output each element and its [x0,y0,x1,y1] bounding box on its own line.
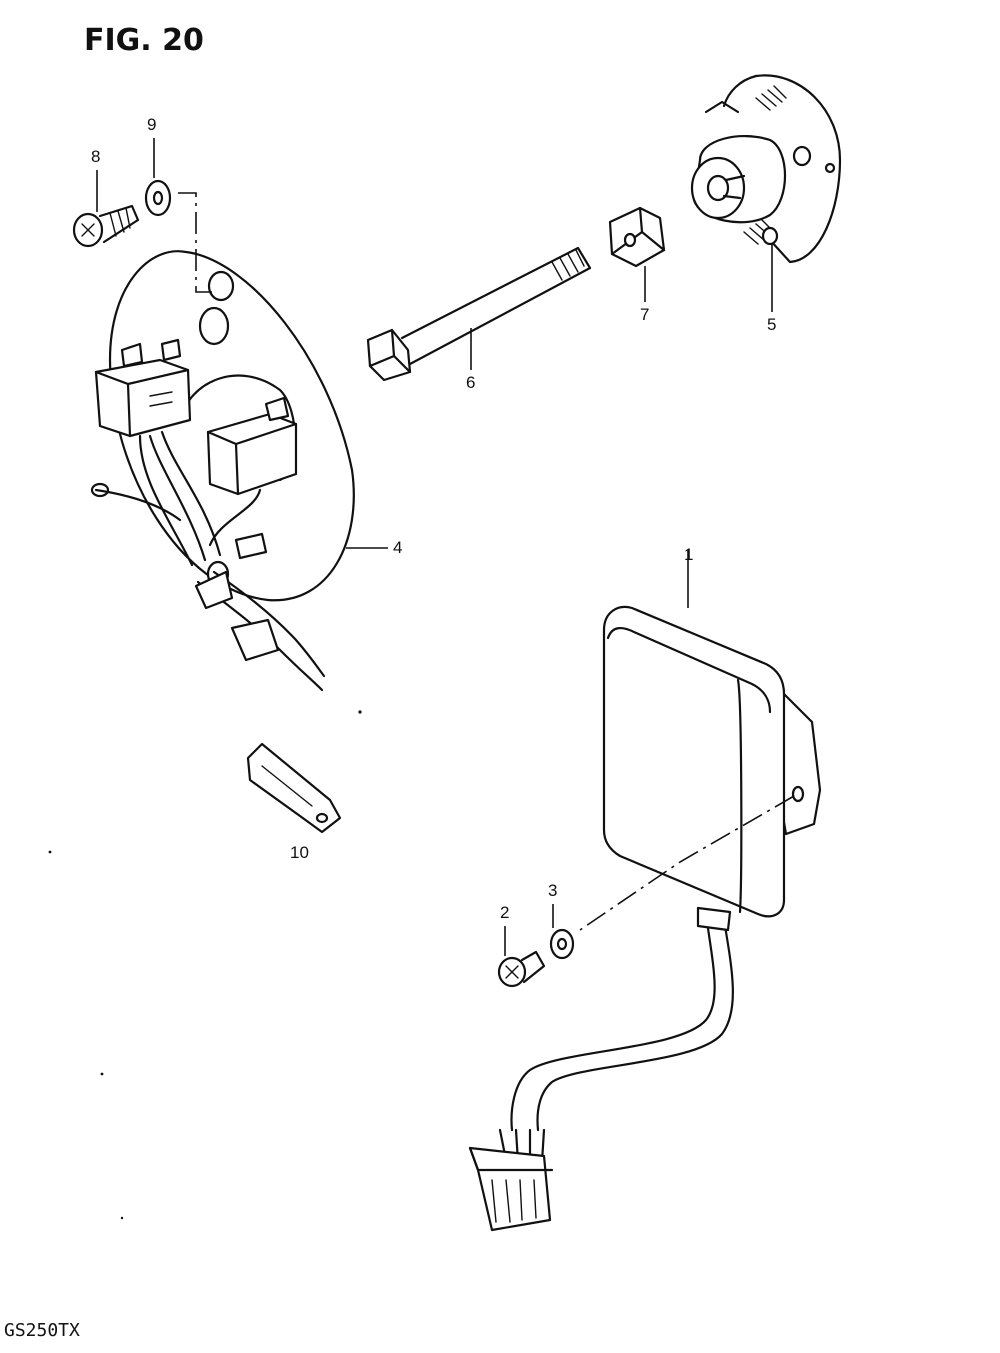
callout-10: 10 [290,843,309,862]
callout-2: 2 [500,903,509,922]
part-3-washer [549,928,575,960]
part-6-bolt [366,246,592,382]
callout-8: 8 [91,147,100,166]
part-2-screw [497,950,546,988]
callout-7: 7 [640,305,649,324]
figure-title: FIG. 20 [84,23,204,58]
callout-4: 4 [393,538,402,557]
callout-6: 6 [466,373,475,392]
scan-specks [48,710,362,1220]
callout-9: 9 [147,115,156,134]
part-5-governor [690,74,842,264]
part-1-igniter-unit [468,605,822,1232]
part-7-nut [608,206,666,268]
part-10-clamp [246,742,342,834]
part-9-washer [144,179,172,217]
part-4-pickup-plate [90,250,355,692]
model-code: GS250TX [4,1320,80,1341]
callout-3: 3 [548,881,557,900]
callout-5: 5 [767,315,776,334]
part-8-screw [72,204,140,248]
